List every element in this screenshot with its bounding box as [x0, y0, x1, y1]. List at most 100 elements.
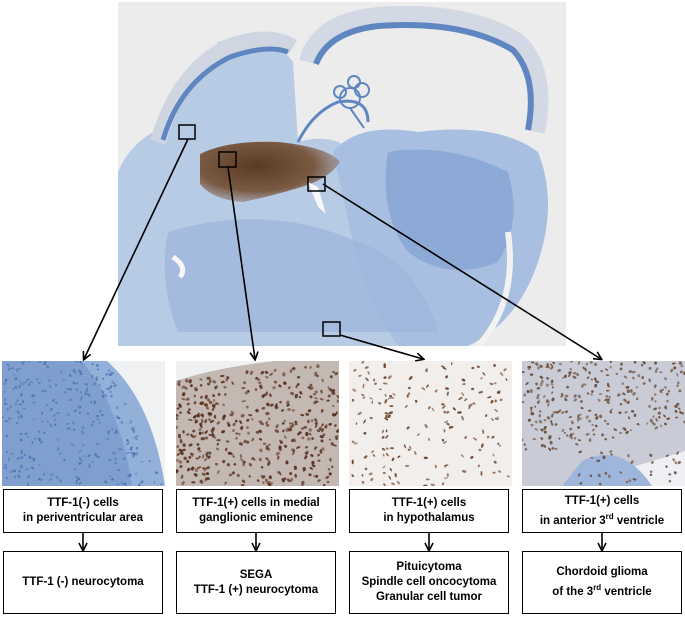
- cell-nucleus: [424, 424, 428, 429]
- cell-nucleus: [313, 475, 317, 478]
- cell-nucleus: [216, 470, 220, 474]
- cell-nucleus: [540, 444, 544, 448]
- cell-nucleus: [317, 479, 321, 482]
- cell-nucleus: [387, 414, 391, 419]
- cell-nucleus: [580, 384, 584, 388]
- cell-nucleus: [243, 439, 247, 444]
- cell-nucleus: [3, 466, 8, 470]
- cell-nucleus: [324, 425, 328, 429]
- cell-nucleus: [206, 376, 211, 380]
- cell-nucleus: [148, 460, 151, 463]
- cell-nucleus: [570, 420, 574, 425]
- cell-nucleus: [18, 403, 23, 406]
- cell-nucleus: [188, 455, 192, 460]
- cell-nucleus: [601, 433, 605, 437]
- cell-nucleus: [534, 420, 538, 424]
- cell-nucleus: [678, 407, 681, 411]
- cell-nucleus: [235, 432, 239, 435]
- cell-nucleus: [322, 483, 326, 486]
- cell-nucleus: [111, 427, 114, 431]
- cell-nucleus: [464, 435, 467, 439]
- cell-nucleus: [206, 382, 211, 386]
- cell-nucleus: [110, 371, 114, 374]
- cell-nucleus: [8, 457, 10, 462]
- cell-nucleus: [534, 428, 539, 431]
- cell-nucleus: [549, 436, 551, 440]
- cell-nucleus: [96, 455, 100, 459]
- cell-nucleus: [585, 432, 590, 436]
- cell-nucleus: [258, 438, 263, 441]
- cell-nucleus: [327, 394, 331, 398]
- cell-nucleus: [658, 406, 661, 410]
- cell-nucleus: [389, 447, 394, 450]
- cell-nucleus: [114, 456, 117, 461]
- cell-nucleus: [248, 413, 253, 417]
- cell-nucleus: [231, 452, 234, 456]
- cell-nucleus: [358, 374, 362, 377]
- cell-nucleus: [381, 436, 385, 439]
- cell-nucleus: [577, 473, 581, 477]
- cell-nucleus: [212, 404, 216, 408]
- cell-nucleus: [203, 403, 209, 407]
- cell-nucleus: [75, 479, 78, 484]
- cell-nucleus: [198, 427, 202, 432]
- cell-nucleus: [6, 408, 9, 411]
- cell-nucleus: [540, 437, 544, 440]
- cell-nucleus: [564, 394, 569, 398]
- cell-nucleus: [205, 451, 209, 456]
- cell-nucleus: [267, 417, 271, 421]
- cell-nucleus: [653, 384, 657, 389]
- cell-nucleus: [546, 377, 550, 380]
- cell-nucleus: [129, 448, 133, 451]
- cell-nucleus: [209, 419, 215, 424]
- cell-nucleus: [213, 414, 217, 418]
- cell-nucleus: [387, 396, 392, 400]
- cell-nucleus: [506, 475, 510, 478]
- cell-nucleus: [58, 452, 62, 455]
- cell-nucleus: [250, 457, 255, 461]
- cell-nucleus: [653, 407, 658, 411]
- cell-nucleus: [53, 413, 56, 417]
- cell-nucleus: [133, 429, 135, 434]
- cell-nucleus: [130, 446, 133, 449]
- cell-nucleus: [24, 432, 28, 435]
- cell-nucleus: [69, 427, 71, 431]
- micrograph-hypothalamus: [349, 361, 512, 486]
- cell-nucleus: [387, 375, 392, 380]
- cell-nucleus: [249, 370, 254, 375]
- cell-nucleus: [318, 427, 322, 431]
- cell-nucleus: [629, 429, 633, 432]
- cell-nucleus: [66, 426, 69, 430]
- cell-nucleus: [87, 454, 91, 458]
- cell-nucleus: [543, 444, 546, 448]
- cell-nucleus: [630, 410, 635, 413]
- cell-nucleus: [461, 415, 464, 421]
- cell-nucleus: [27, 383, 31, 386]
- cell-nucleus: [115, 406, 119, 410]
- cell-nucleus: [222, 459, 226, 464]
- cell-nucleus: [154, 471, 159, 475]
- cell-nucleus: [310, 454, 314, 457]
- cell-nucleus: [609, 361, 612, 364]
- cell-nucleus: [384, 393, 387, 397]
- cell-nucleus: [212, 380, 217, 384]
- cell-nucleus: [261, 393, 266, 398]
- cell-nucleus: [4, 420, 9, 423]
- cell-nucleus: [654, 400, 657, 403]
- cell-nucleus: [355, 422, 358, 425]
- cell-nucleus: [19, 415, 22, 418]
- cell-nucleus: [20, 456, 24, 460]
- cell-nucleus: [216, 447, 220, 451]
- cell-nucleus: [42, 431, 46, 435]
- cell-nucleus: [204, 394, 208, 400]
- cell-nucleus: [204, 430, 208, 434]
- cell-nucleus: [176, 407, 180, 410]
- nuclei-layer: [351, 361, 510, 486]
- cell-nucleus: [305, 431, 309, 437]
- cell-nucleus: [127, 474, 130, 478]
- cell-nucleus: [334, 424, 337, 427]
- tumor-box-periventricular: TTF-1 (-) neurocytoma: [3, 551, 163, 614]
- cell-nucleus: [392, 392, 396, 396]
- cell-nucleus: [201, 414, 205, 418]
